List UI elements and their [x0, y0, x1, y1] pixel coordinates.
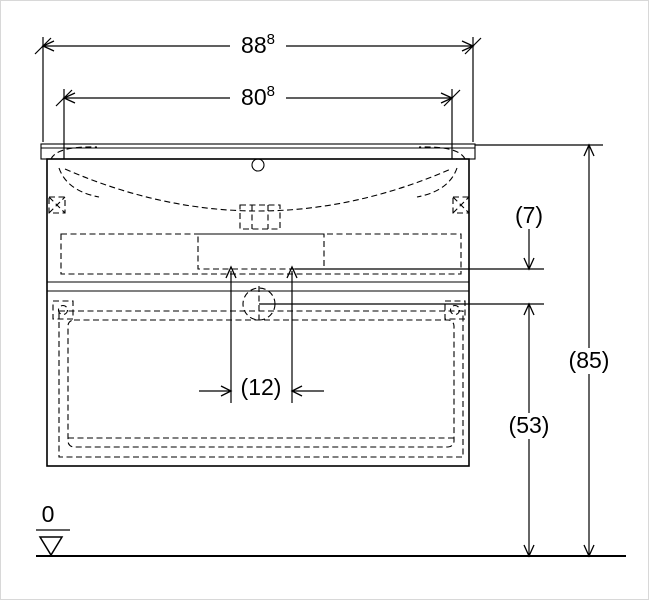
runner-detail-right — [444, 300, 466, 320]
tap-hole-circle — [251, 158, 265, 172]
dim-connection-spacing: (12) — [199, 265, 324, 403]
dim-outlet-height-label: (53) — [509, 412, 550, 438]
basin-hidden-outline — [48, 167, 470, 275]
lower-drawer-hidden-outline — [58, 310, 464, 458]
dim-outlet-height: (53) — [504, 302, 554, 558]
label-backdrop — [561, 348, 617, 374]
mount-bracket-right-dashed — [452, 196, 470, 214]
label-backdrop — [504, 413, 554, 439]
dim-total-height: (85) — [475, 143, 617, 558]
floor-datum: 0 — [36, 501, 626, 557]
arrowhead-left-icon — [290, 385, 303, 397]
bracket-hatch — [48, 196, 66, 214]
upper-drawer-box-dashed — [60, 233, 462, 275]
dim-overall-width-label: 888 — [241, 31, 275, 58]
label-backdrop — [230, 84, 286, 110]
dim-overall-width: 888 — [34, 31, 482, 142]
dim-basin-width: 808 — [55, 83, 461, 159]
basin-bowl-arc-dashed — [64, 168, 452, 212]
lower-drawer-inner-dashed — [67, 319, 455, 448]
reference-lines — [259, 268, 544, 305]
dim-connection-spacing-label: (12) — [241, 374, 282, 400]
dim-superscript: 8 — [267, 83, 275, 100]
label-backdrop — [230, 32, 286, 58]
dim-top-section: (7) — [515, 202, 543, 271]
label-backdrop — [236, 375, 286, 401]
basin-side-dashed-right — [416, 167, 458, 198]
lower-drawer-outer-dashed — [58, 310, 464, 458]
basin-corner-dashed-left — [50, 146, 98, 160]
oblique-tick-left — [55, 89, 73, 107]
oblique-tick-right — [443, 89, 461, 107]
cabinet-body — [46, 158, 470, 467]
dim-value: 88 — [241, 32, 267, 58]
arrowhead-up-icon — [286, 265, 298, 279]
datum-zero-label: 0 — [42, 501, 55, 527]
basin-corner-dashed-right — [418, 146, 466, 160]
runner-detail-left — [52, 300, 74, 320]
oblique-tick-right — [464, 37, 482, 55]
mount-bracket-left-dashed — [48, 196, 66, 214]
dim-top-section-label: (7) — [515, 202, 543, 228]
slab-outline — [40, 143, 476, 160]
drain-detail-dashed — [239, 204, 281, 230]
washbasin-top-slab — [40, 143, 476, 172]
cabinet-outline — [46, 158, 470, 467]
siphon-cutout-dashed — [197, 233, 325, 270]
arrowhead-up-icon — [523, 302, 535, 316]
arrowhead-right-icon — [220, 385, 233, 397]
arrowhead-up-icon — [583, 143, 595, 157]
bracket-hatch — [452, 196, 470, 214]
dim-basin-width-label: 808 — [241, 83, 275, 110]
runner-circle-left — [57, 304, 69, 316]
dim-total-height-label: (85) — [569, 347, 610, 373]
runner-circle-right — [449, 304, 461, 316]
dim-superscript: 8 — [267, 31, 275, 48]
oblique-tick-left — [34, 37, 52, 55]
datum-triangle-icon — [38, 536, 64, 557]
arrowhead-up-icon — [225, 265, 237, 279]
arrowhead-down-icon — [523, 257, 535, 271]
basin-side-dashed-left — [58, 167, 100, 198]
dim-value: 80 — [241, 84, 267, 110]
